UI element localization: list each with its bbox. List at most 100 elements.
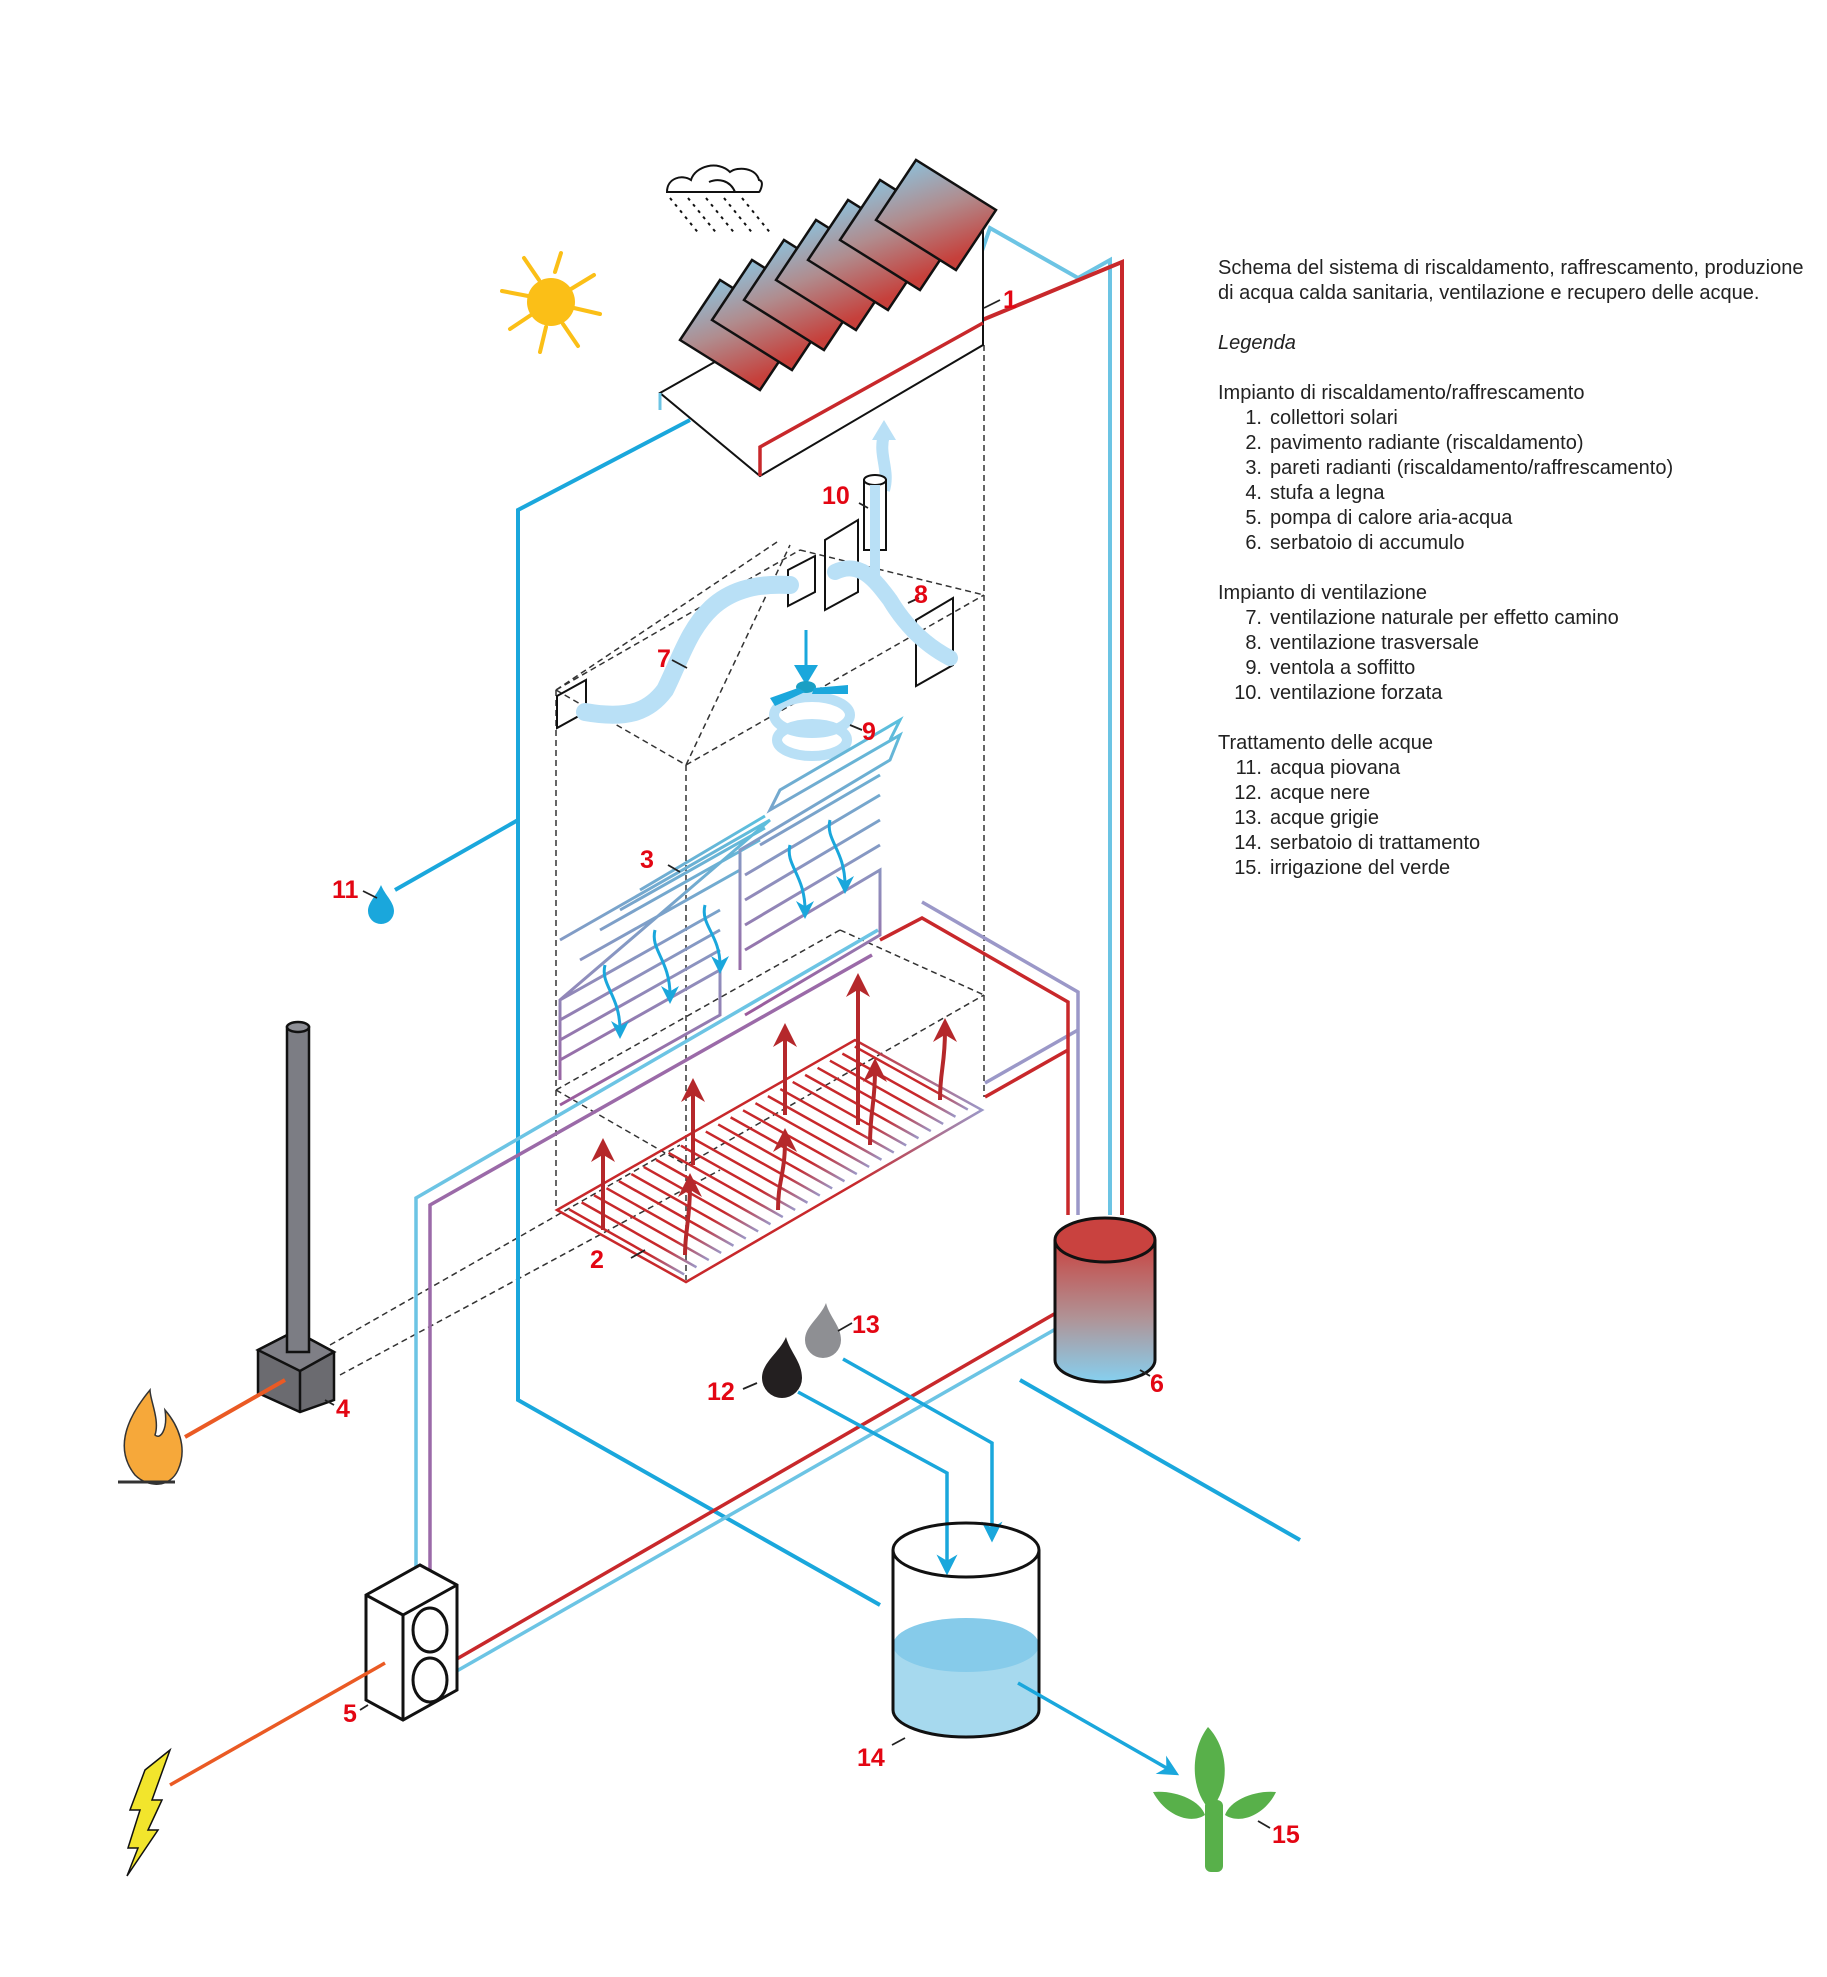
legend-item-label: acque nere bbox=[1270, 782, 1371, 804]
legend-item: 8. ventilazione trasversale bbox=[1218, 631, 1808, 656]
floor-coil-segment bbox=[680, 1144, 796, 1212]
legend-item-label: ventilazione trasversale bbox=[1270, 632, 1479, 654]
callout-8: 8 bbox=[914, 581, 928, 609]
legend-item-number: 13. bbox=[1234, 807, 1262, 829]
wood-feed-line bbox=[184, 1378, 286, 1439]
callout-1: 1 bbox=[1003, 286, 1017, 314]
legend-item: 14. serbatoio di trattamento bbox=[1218, 831, 1808, 856]
floor-coil-segment bbox=[792, 1080, 907, 1147]
legend-item-number: 8. bbox=[1245, 632, 1262, 654]
legend-item: 12. acque nere bbox=[1218, 781, 1808, 806]
legend-item-label: acqua piovana bbox=[1270, 757, 1401, 779]
legend-group-ventilation: Impianto di ventilazione 7.ventilazione … bbox=[1218, 581, 1808, 706]
floor-coil-segment bbox=[841, 1052, 957, 1118]
floor-coil-segment bbox=[754, 1102, 870, 1169]
lightning-bolt-icon bbox=[126, 1747, 172, 1877]
stack-ventilation-flow bbox=[576, 575, 799, 724]
legend-item-number: 15. bbox=[1234, 857, 1262, 879]
heating-arrows bbox=[591, 973, 957, 1256]
floor-coil-segment bbox=[581, 1201, 698, 1269]
legend-item: 13. acque grigie bbox=[1218, 806, 1808, 831]
blackwater-drop-icon bbox=[762, 1337, 802, 1398]
legend-item-label: ventilazione naturale per effetto camino bbox=[1270, 607, 1619, 629]
power-line bbox=[169, 1661, 386, 1787]
floor-coil-segment bbox=[667, 1151, 784, 1219]
legend-item-number: 11. bbox=[1235, 757, 1262, 779]
callout-12: 12 bbox=[707, 1378, 735, 1406]
legend-item: 6. serbatoio di accumulo bbox=[1218, 531, 1808, 556]
floor-coil-segment bbox=[605, 1187, 722, 1255]
callout-2: 2 bbox=[590, 1246, 604, 1274]
legend-item: 5. pompa di calore aria-acqua bbox=[1218, 506, 1808, 531]
radiant-floor bbox=[554, 1038, 985, 1284]
legend-item: 2. pavimento radiante (riscaldamento) bbox=[1218, 431, 1808, 456]
heat-pump bbox=[364, 1563, 459, 1722]
solar-collectors bbox=[658, 158, 998, 478]
legend-group-title: Trattamento delle acque bbox=[1218, 732, 1433, 754]
rain-cloud-icon bbox=[665, 164, 773, 236]
legend-item-number: 10. bbox=[1234, 682, 1262, 704]
legend-item-label: stufa a legna bbox=[1270, 482, 1385, 504]
floor-coil-segment bbox=[618, 1180, 735, 1247]
legend-item-number: 4. bbox=[1245, 482, 1262, 504]
legend-title: Legenda bbox=[1218, 332, 1296, 354]
ceiling-fan bbox=[769, 630, 855, 761]
legend-item-label: serbatoio di trattamento bbox=[1270, 832, 1481, 854]
greywater-drop-icon bbox=[805, 1303, 841, 1358]
legend-item-label: pavimento radiante (riscaldamento) bbox=[1270, 432, 1584, 454]
floor-coil-segment bbox=[568, 1208, 685, 1276]
legend-group-heating-cooling: Impianto di riscaldamento/raffrescamento… bbox=[1218, 381, 1808, 556]
legend-item-number: 2. bbox=[1245, 432, 1262, 454]
rainwater-drop-icon bbox=[368, 885, 394, 924]
legend-item-number: 12. bbox=[1234, 782, 1262, 804]
floor-coil-segment bbox=[692, 1137, 809, 1204]
legend-item: 11. acqua piovana bbox=[1218, 756, 1808, 781]
plant-icon bbox=[1153, 1727, 1276, 1872]
wastewater-pipes bbox=[797, 1357, 1003, 1576]
legend-item-number: 1. bbox=[1245, 407, 1262, 429]
floor-coil-segment bbox=[779, 1087, 895, 1154]
floor-coil-segment bbox=[804, 1073, 920, 1140]
treatment-tank bbox=[891, 1521, 1041, 1739]
legend-item-label: collettori solari bbox=[1270, 407, 1398, 429]
cooling-arrows bbox=[602, 819, 854, 1039]
legend-panel: Schema del sistema di riscaldamento, raf… bbox=[1218, 256, 1808, 906]
legend-item-number: 7. bbox=[1245, 607, 1262, 629]
legend-item: 4. stufa a legna bbox=[1218, 481, 1808, 506]
callout-7: 7 bbox=[657, 645, 671, 673]
flame-icon bbox=[118, 1387, 183, 1485]
legend-item-label: acque grigie bbox=[1270, 807, 1379, 829]
legend-group-title: Impianto di riscaldamento/raffrescamento bbox=[1218, 382, 1585, 404]
callout-5: 5 bbox=[343, 1700, 357, 1728]
callout-11: 11 bbox=[332, 876, 359, 904]
legend-item: 1. collettori solari bbox=[1218, 406, 1808, 431]
windows bbox=[556, 518, 954, 730]
floor-coil-segment bbox=[742, 1109, 858, 1176]
legend-item-number: 6. bbox=[1245, 532, 1262, 554]
legend-item-label: ventilazione forzata bbox=[1270, 682, 1443, 704]
forced-ventilation-duct bbox=[863, 420, 896, 580]
legend-item-number: 3. bbox=[1245, 457, 1262, 479]
legend-item-label: pompa di calore aria-acqua bbox=[1270, 507, 1513, 529]
legend-item-label: ventola a soffitto bbox=[1270, 657, 1416, 679]
legend-group-water: Trattamento delle acque 11. acqua piovana… bbox=[1218, 731, 1808, 881]
legend-item-label: serbatoio di accumulo bbox=[1270, 532, 1465, 554]
floor-coil-segment bbox=[854, 1045, 969, 1111]
callout-15: 15 bbox=[1272, 1821, 1300, 1849]
cold-water-main-pipe bbox=[394, 418, 1301, 1607]
cross-ventilation-flow bbox=[827, 560, 958, 666]
legend-item-number: 5. bbox=[1245, 507, 1262, 529]
floor-coil-segment bbox=[643, 1165, 759, 1233]
legend-item: 10. ventilazione forzata bbox=[1218, 681, 1808, 706]
legend-item-number: 14. bbox=[1234, 832, 1262, 854]
building-outline bbox=[329, 345, 985, 1376]
floor-coil-segment bbox=[829, 1059, 944, 1126]
legend-item: 9.ventola a soffitto bbox=[1218, 656, 1808, 681]
floor-coil-segment bbox=[593, 1194, 710, 1262]
wood-stove bbox=[255, 1020, 337, 1414]
legend-item: 3.pareti radianti (riscaldamento/raffres… bbox=[1218, 456, 1808, 481]
distribution-pipes bbox=[414, 900, 1080, 1674]
diagram-description: Schema del sistema di riscaldamento, raf… bbox=[1218, 257, 1804, 304]
callout-6: 6 bbox=[1150, 1370, 1164, 1398]
